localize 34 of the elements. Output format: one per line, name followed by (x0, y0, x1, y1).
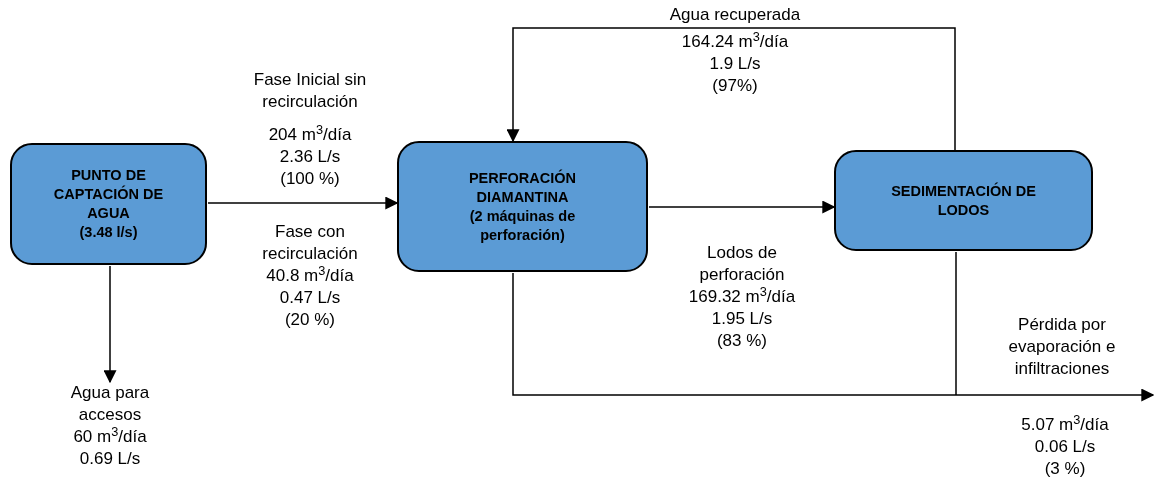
flow-value-label: 40.8 m$^{3}$/día (265, 265, 355, 287)
flow-arrow (103, 265, 117, 384)
flow-value-label: (83 %) (715, 330, 769, 352)
box-title: PUNTO DE CAPTACIÓN DE AGUA (52, 166, 165, 223)
flow-value-label: (97%) (711, 75, 759, 97)
flow-value-label: 5.07 m$^{3}$/día (1020, 414, 1110, 436)
flow-value-label: (3 %) (1043, 458, 1087, 480)
flow-value-label: 0.06 L/s (1033, 436, 1097, 458)
process-box (397, 141, 648, 272)
connector-line (955, 251, 957, 396)
flow-text: 60 m$^{3}$/día (73, 426, 147, 448)
flow-value-label: 164.24 m$^{3}$/día (680, 31, 790, 53)
flow-value-label: 1.9 L/s (708, 53, 762, 75)
box-title: (2 máquinas de perforación) (468, 206, 577, 245)
flow-text: 0.69 L/s (79, 448, 141, 470)
flow-arrow (512, 272, 1155, 402)
flow-value-label: 0.47 L/s (278, 287, 342, 309)
flow-value-label: Fase Inicial sin recirculación (252, 69, 368, 113)
box-title: (3.48 l/s) (79, 223, 138, 242)
flow-value-label: (20 %) (283, 309, 337, 331)
flow-value-label: Fase con recirculación (261, 221, 359, 265)
flow-text: Agua para accesos (69, 382, 151, 426)
flow-value-label: 2.36 L/s (278, 146, 342, 168)
flow-arrow (648, 200, 836, 214)
flow-value-label: 169.32 m$^{3}$/día (687, 286, 797, 308)
process-box (10, 143, 207, 265)
flow-value-label: 1.95 L/s (710, 308, 774, 330)
flow-arrow (207, 196, 399, 210)
flow-value-label: 204 m$^{3}$/día (267, 124, 353, 146)
process-box (834, 150, 1093, 251)
box-title: PERFORACIÓN DIAMANTINA (467, 168, 578, 207)
flow-arrow (506, 27, 956, 151)
box-title: SEDIMENTACIÓN DE LODOS (890, 181, 1037, 220)
flow-value-label: (100 %) (279, 168, 341, 190)
